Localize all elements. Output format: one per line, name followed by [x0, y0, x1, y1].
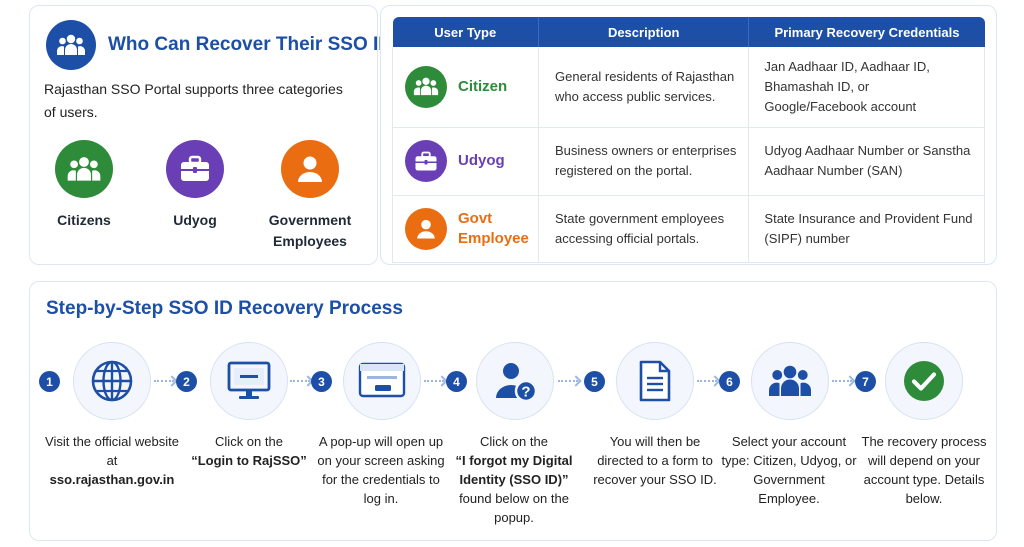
- step-text: Click on the“Login to RajSSO”: [191, 434, 307, 468]
- step-text: Select your account type: Citizen, Udyog…: [721, 434, 857, 506]
- user-type-label: Citizen: [458, 77, 508, 95]
- user-type-table: User Type Description Primary Recovery C…: [392, 17, 985, 263]
- who-intro-text: Rajasthan SSO Portal supports three cate…: [44, 81, 343, 120]
- who-can-recover-card: Who Can Recover Their SSO ID? Rajasthan …: [29, 5, 404, 265]
- description-cell: State government employees accessing off…: [538, 195, 750, 263]
- credentials-cell: Jan Aadhaar ID, Aadhaar ID, Bhamashah ID…: [748, 47, 985, 128]
- process-title: Step-by-Step SSO ID Recovery Process: [46, 298, 403, 319]
- step-number: 7: [855, 371, 876, 392]
- category-label: Citizens: [57, 212, 111, 228]
- check-icon: [885, 342, 963, 420]
- category-government-employees: Government Employees: [254, 140, 366, 252]
- people-icon: [55, 140, 113, 198]
- step-number: 1: [39, 371, 60, 392]
- arrow-connector: [424, 380, 444, 382]
- recovery-process-card: Step-by-Step SSO ID Recovery Process 1 V…: [29, 281, 997, 541]
- step-number: 4: [446, 371, 467, 392]
- description-cell: General residents of Rajasthan who acces…: [538, 47, 750, 128]
- who-title: Who Can Recover Their SSO ID?: [108, 34, 404, 55]
- arrow-connector: [832, 380, 852, 382]
- category-label: Udyog: [173, 212, 217, 228]
- step-number: 6: [719, 371, 740, 392]
- category-citizens: Citizens: [29, 140, 139, 231]
- people-icon: [405, 65, 447, 108]
- column-header-user-type: User Type: [392, 17, 539, 47]
- column-header-description: Description: [538, 17, 750, 47]
- user-type-table-card: User Type Description Primary Recovery C…: [380, 5, 997, 265]
- arrow-connector: [290, 380, 310, 382]
- briefcase-icon: [166, 140, 224, 198]
- table-row: Govt Employee State government employees…: [392, 195, 985, 263]
- credentials-cell: Udyog Aadhaar Number or Sanstha Aadhaar …: [748, 127, 985, 196]
- step-text: Click on the“I forgot my Digital Identit…: [455, 434, 573, 525]
- arrow-connector: [697, 380, 717, 382]
- monitor-icon: [210, 342, 288, 420]
- user-question-icon: ?: [476, 342, 554, 420]
- person-icon: [281, 140, 339, 198]
- table-row: Udyog Business owners or enterprises reg…: [392, 127, 985, 196]
- column-header-credentials: Primary Recovery Credentials: [748, 17, 985, 47]
- step-number: 2: [176, 371, 197, 392]
- step-number: 3: [311, 371, 332, 392]
- step-text: The recovery process will depend on your…: [861, 434, 987, 506]
- svg-text:?: ?: [521, 384, 530, 401]
- step-text: You will then be directed to a form to r…: [593, 434, 717, 487]
- step-text: A pop-up will open up on your screen ask…: [317, 434, 445, 506]
- person-icon: [405, 207, 447, 250]
- briefcase-icon: [405, 140, 447, 182]
- document-icon: [616, 342, 694, 420]
- description-cell: Business owners or enterprises registere…: [538, 127, 750, 196]
- step-number: 5: [584, 371, 605, 392]
- arrow-connector: [154, 380, 174, 382]
- people-icon: [46, 20, 96, 70]
- category-udyog: Udyog: [140, 140, 250, 231]
- user-type-label: Udyog: [458, 152, 505, 169]
- globe-icon: [73, 342, 151, 420]
- group-icon: [751, 342, 829, 420]
- popup-icon: [343, 342, 421, 420]
- arrow-connector: [558, 380, 578, 382]
- table-row: Citizen General residents of Rajasthan w…: [392, 47, 985, 128]
- credentials-cell: State Insurance and Provident Fund (SIPF…: [748, 195, 985, 263]
- user-type-label: Govt Employee: [458, 209, 529, 247]
- category-label: Government Employees: [268, 212, 352, 249]
